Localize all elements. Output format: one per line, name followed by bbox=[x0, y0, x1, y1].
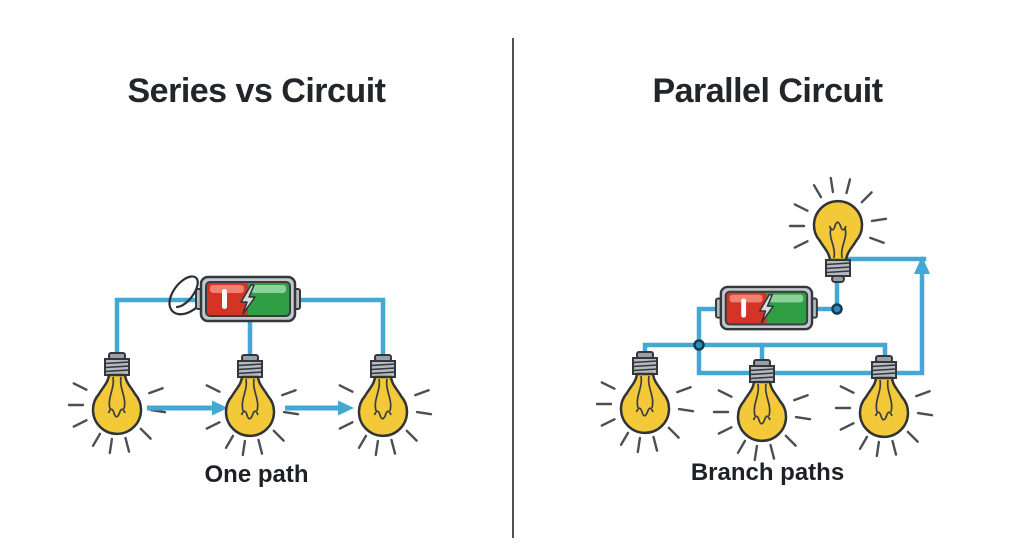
wire bbox=[696, 265, 925, 376]
light-bulb-icon bbox=[224, 353, 276, 438]
light-bulb-icon bbox=[812, 199, 864, 284]
junction-node-icon bbox=[693, 339, 705, 351]
wire bbox=[696, 306, 720, 348]
series-panel-title: Series vs Circuit bbox=[127, 72, 386, 110]
current-arrow-icon bbox=[285, 400, 354, 416]
battery-wire-squiggle bbox=[168, 275, 206, 316]
light-bulb-icon bbox=[357, 353, 409, 438]
parallel-circuit bbox=[595, 176, 934, 462]
series-circuit bbox=[67, 275, 433, 457]
parallel-panel-title: Parallel Circuit bbox=[652, 72, 883, 110]
light-bulb-icon bbox=[619, 350, 671, 435]
current-arrow-icon bbox=[147, 400, 228, 416]
junction-node-icon bbox=[831, 303, 843, 315]
panel-divider bbox=[512, 38, 514, 538]
battery-icon bbox=[194, 275, 302, 323]
current-arrow-icon bbox=[914, 256, 930, 274]
wire bbox=[642, 342, 888, 361]
battery-icon bbox=[714, 285, 819, 331]
parallel-caption: Branch paths bbox=[690, 459, 845, 486]
light-bulb-icon bbox=[91, 351, 143, 436]
light-bulb-icon bbox=[858, 354, 910, 439]
series-caption: One path bbox=[204, 461, 309, 488]
